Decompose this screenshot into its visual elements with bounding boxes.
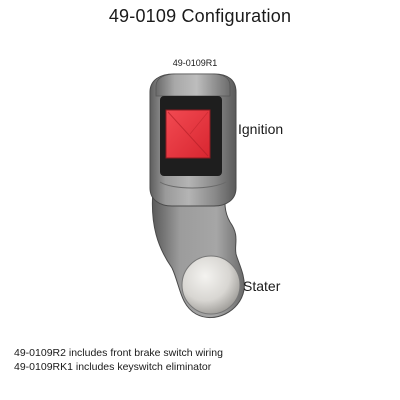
notes-block: 49-0109R2 includes front brake switch wi… bbox=[14, 346, 223, 374]
page-title: 49-0109 Configuration bbox=[108, 6, 292, 26]
stater-label: Stater bbox=[243, 278, 281, 294]
ignition-switch-crease bbox=[167, 111, 209, 157]
housing-top-cap bbox=[155, 73, 231, 97]
part-number-label: 49-0109R1 bbox=[172, 58, 218, 68]
note-r2: 49-0109R2 includes front brake switch wi… bbox=[14, 347, 223, 359]
note-rk1: 49-0109RK1 includes keyswitch eliminator bbox=[14, 361, 212, 373]
stater-button bbox=[181, 255, 241, 315]
ignition-label: Ignition bbox=[238, 121, 284, 137]
